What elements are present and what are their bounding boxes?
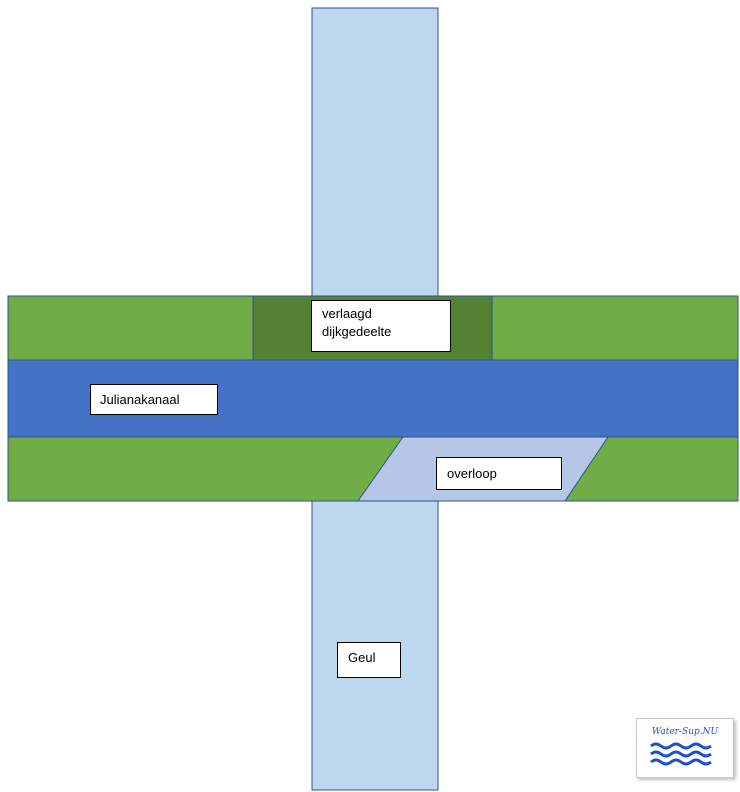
logo-text: Water-Sup.NU	[652, 727, 719, 737]
label-canal: Julianakanaal	[90, 384, 218, 415]
logo-wave-icon	[650, 750, 712, 758]
logo: Water-Sup.NU	[636, 718, 734, 778]
logo-wave-icon	[650, 758, 712, 766]
label-lowered-dike: verlaagd dijkgedeelte	[311, 300, 451, 352]
label-canal-text: Julianakanaal	[100, 392, 180, 407]
label-overflow: overloop	[436, 457, 562, 490]
label-river-text: Geul	[348, 650, 376, 665]
river-geul-upper	[311, 7, 439, 297]
logo-wave-icon	[650, 742, 712, 750]
label-river: Geul	[337, 642, 401, 678]
label-lowered-dike-text: verlaagd dijkgedeelte	[322, 306, 392, 339]
label-overflow-text: overloop	[447, 466, 497, 481]
logo-mark: Water-Sup.NU	[650, 727, 719, 766]
